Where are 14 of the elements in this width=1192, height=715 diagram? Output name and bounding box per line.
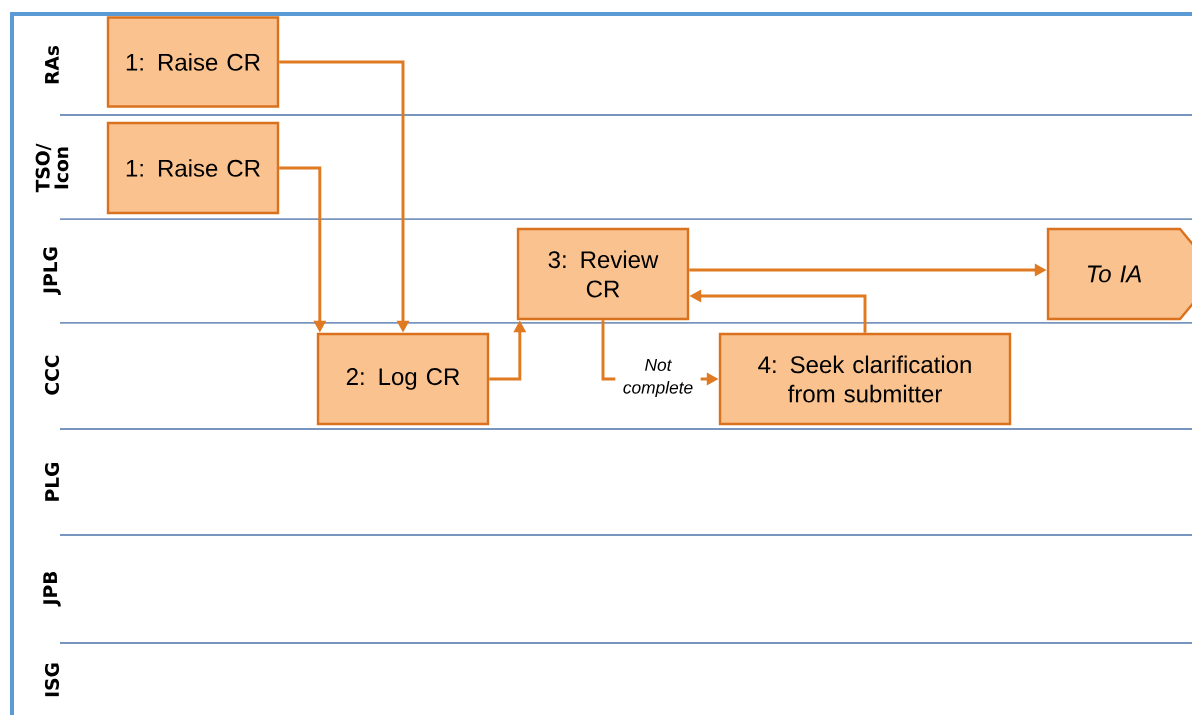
edge-label: Not complete xyxy=(615,357,701,399)
lane-label: TSO/ Icon xyxy=(35,143,69,193)
process-box: 4: Seek clarification from submitter xyxy=(718,332,1012,426)
lane-label: JPLG xyxy=(43,247,61,295)
process-box: 3: Review CR xyxy=(516,227,690,321)
lane-label: ISG xyxy=(44,663,60,697)
terminal-arrow-box: To IA xyxy=(1046,227,1192,321)
process-box: 2: Log CR xyxy=(316,332,490,426)
lane-label: CCC xyxy=(44,355,60,395)
lane-label: RAs xyxy=(45,45,59,84)
lane-label: PLG xyxy=(44,462,60,501)
process-box: 1: Raise CR xyxy=(106,16,280,108)
lane-label: JPB xyxy=(43,571,61,607)
process-box: 1: Raise CR xyxy=(106,121,280,215)
